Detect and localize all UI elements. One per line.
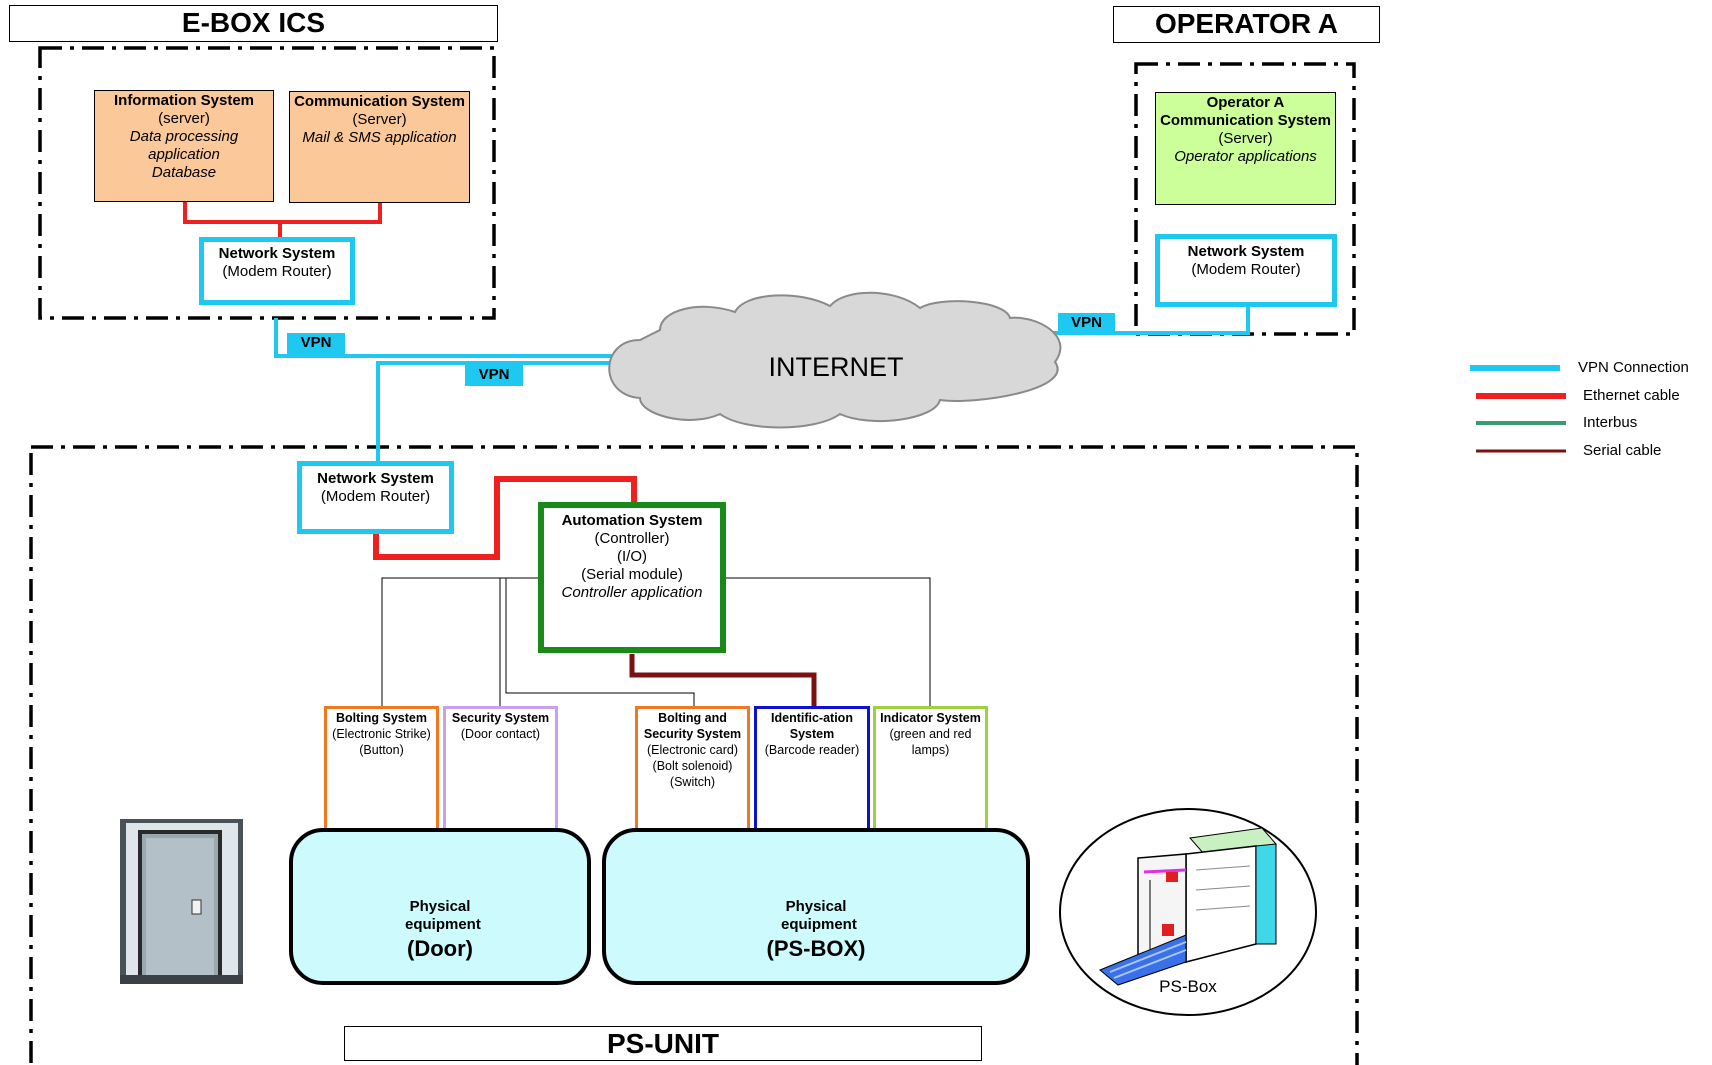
internet-label: INTERNET [768, 352, 904, 382]
vpn-connection-line [1010, 307, 1250, 335]
ebox-network-system-box: Network System (Modem Router) [199, 237, 355, 305]
device-line: (Door contact) [460, 727, 541, 741]
legend-ethernet-label: Ethernet cable [1583, 387, 1680, 404]
device-title: Indicator System [880, 711, 981, 725]
information-system-title: Information System [113, 92, 255, 109]
ethernet-cable [373, 476, 637, 560]
device-line: (Button) [359, 743, 404, 757]
operator-a-title: OPERATOR A [1113, 6, 1380, 43]
psunit-network-system-box: Network System (Modem Router) [297, 461, 454, 534]
bolting-and-security-system-box: Bolting and Security System (Electronic … [635, 706, 750, 837]
network-system-title: Network System [317, 470, 434, 487]
information-system-item: Data processing application [129, 128, 239, 163]
network-system-title: Network System [1187, 243, 1305, 260]
automation-system-box: Automation System (Controller) (I/O) (Se… [538, 502, 726, 653]
legend-serial-label: Serial cable [1583, 442, 1662, 459]
psbox-caption: PS-Box [1159, 977, 1217, 996]
vpn-label: VPN [1058, 313, 1115, 333]
psbox-image [1099, 827, 1277, 986]
indicator-system-box: Indicator System (green and red lamps) [873, 706, 988, 837]
device-title: Identific-ation System [771, 711, 853, 741]
ethernet-cable [183, 202, 382, 224]
network-system-sub: (Modem Router) [320, 488, 431, 505]
device-line: (Switch) [669, 775, 716, 789]
communication-system-title: Communication System [294, 93, 465, 110]
bolting-system-box: Bolting System (Electronic Strike) (Butt… [324, 706, 439, 835]
physical-equipment-label: Physical equipment [781, 898, 857, 933]
internet-cloud [608, 291, 1062, 429]
vpn-connection-line [274, 318, 612, 358]
vpn-label: VPN [465, 365, 523, 386]
serial-cable [629, 654, 817, 706]
identification-system-box: Identific-ation System (Barcode reader) [754, 706, 870, 837]
automation-system-line: (I/O) [617, 548, 647, 565]
automation-system-line: (Controller) [594, 530, 670, 547]
information-system-box: Information System (server) Data process… [94, 90, 274, 202]
operator-network-system-box: Network System (Modem Router) [1155, 234, 1337, 307]
device-line: (Barcode reader) [764, 743, 860, 757]
operator-communication-title: Operator A Communication System [1160, 94, 1331, 129]
physical-equipment-label: Physical equipment [405, 898, 481, 933]
device-title: Bolting System [336, 711, 427, 725]
interbus-line [505, 577, 695, 706]
device-line: (Electronic card) [647, 743, 738, 757]
automation-system-app: Controller application [561, 584, 703, 601]
automation-system-title: Automation System [561, 512, 703, 529]
legend-vpn-label: VPN Connection [1578, 359, 1689, 376]
communication-system-sub: (Server) [352, 111, 407, 128]
psunit-region-outline [29, 445, 1359, 1065]
physical-equipment-psbox: Physical equipment (PS-BOX) [602, 828, 1030, 985]
physical-equipment-name: (Door) [407, 936, 473, 961]
physical-equipment-name: (PS-BOX) [766, 936, 866, 961]
operator-communication-sub: (Server) [1218, 130, 1273, 147]
network-system-sub: (Modem Router) [222, 263, 332, 280]
communication-system-box: Communication System (Server) Mail & SMS… [289, 91, 470, 203]
communication-system-item: Mail & SMS application [302, 129, 457, 146]
automation-system-line: (Serial module) [581, 566, 683, 583]
legend-interbus-label: Interbus [1583, 414, 1638, 431]
device-line: (Bolt solenoid) [652, 759, 733, 773]
ebox-region-outline [38, 46, 496, 320]
door-image [120, 819, 243, 984]
information-system-sub: (server) [158, 110, 210, 127]
security-system-box: Security System (Door contact) [443, 706, 558, 835]
device-title: Security System [451, 711, 550, 725]
network-system-title: Network System [218, 245, 336, 262]
information-system-item: Database [151, 164, 217, 181]
physical-equipment-door: Physical equipment (Door) [289, 828, 591, 985]
ebox-ics-title: E-BOX ICS [9, 5, 498, 42]
device-line: (Electronic Strike) [332, 727, 431, 741]
operator-communication-system-box: Operator A Communication System (Server)… [1155, 92, 1336, 205]
vpn-connection-line [376, 361, 612, 465]
device-line: (green and red lamps) [889, 727, 972, 757]
operator-communication-item: Operator applications [1174, 148, 1317, 165]
device-title: Bolting and Security System [643, 711, 742, 741]
interbus-line [726, 577, 931, 706]
network-system-sub: (Modem Router) [1191, 261, 1301, 278]
vpn-label: VPN [287, 333, 345, 354]
ps-unit-title: PS-UNIT [344, 1026, 982, 1061]
interbus-line [381, 577, 538, 706]
